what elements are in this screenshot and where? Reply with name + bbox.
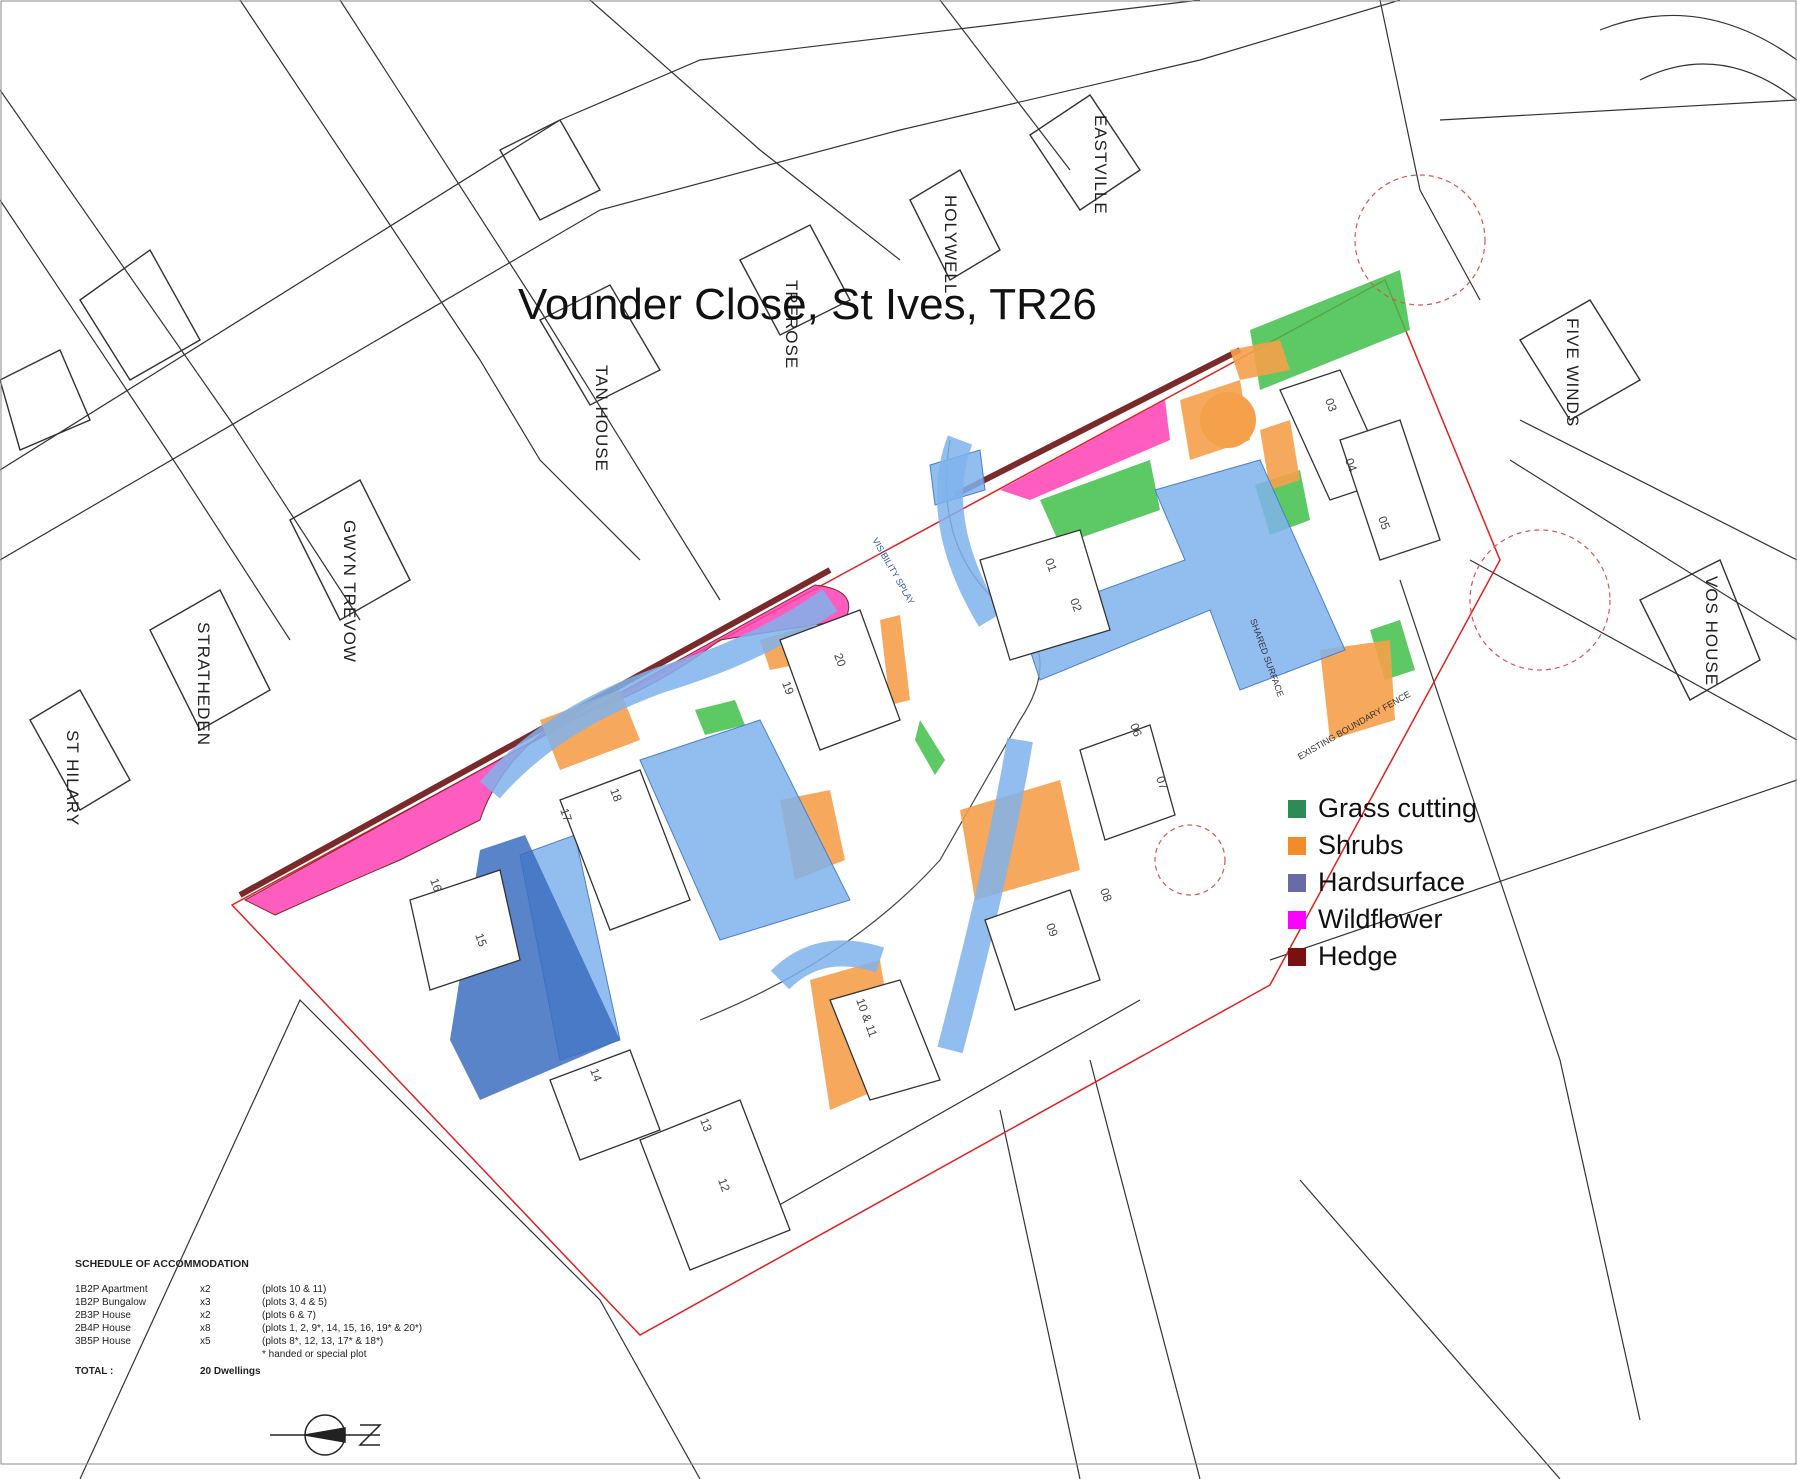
plan-title: Vounder Close, St Ives, TR26 — [518, 280, 1097, 329]
schedule-type: 2B4P House — [75, 1323, 131, 1334]
hardsurface-path — [480, 435, 1033, 1054]
wildflower-area-north — [1000, 400, 1170, 500]
schedule-row: 3B5P House x5 (plots 8*, 12, 13, 17* & 1… — [75, 1336, 522, 1349]
schedule-row: 1B2P Bungalow x3 (plots 3, 4 & 5) — [75, 1297, 522, 1310]
schedule-plots: (plots 3, 4 & 5) — [262, 1297, 328, 1308]
legend-item-wildflower: Wildflower — [1288, 901, 1477, 938]
schedule-row: 1B2P Apartment x2 (plots 10 & 11) — [75, 1284, 522, 1297]
plot-number: 09 — [1043, 921, 1061, 939]
legend-label: Grass cutting — [1318, 793, 1478, 823]
property-label-eastville: EASTVILLE — [1091, 115, 1110, 215]
schedule-type: 3B5P House — [75, 1336, 131, 1347]
property-label-tan-house: TAN HOUSE — [592, 365, 611, 472]
legend-swatch — [1288, 836, 1306, 855]
plot-number: 20 — [831, 651, 849, 669]
legend-label: Hardsurface — [1318, 867, 1466, 897]
schedule-note: * handed or special plot — [262, 1349, 367, 1360]
legend-label: Hedge — [1318, 941, 1398, 971]
legend-item-shrubs: Shrubs — [1288, 827, 1477, 864]
hedge-line-north — [953, 347, 1242, 498]
plot-number: 06 — [1127, 721, 1145, 739]
legend-label: Shrubs — [1318, 830, 1404, 860]
property-labels: EASTVILLE HOLYWELL TREROSE TAN HOUSE GWY… — [63, 115, 1721, 826]
grass-area — [1250, 270, 1410, 390]
schedule-type: 2B3P House — [75, 1310, 131, 1321]
grass-area — [695, 700, 745, 735]
schedule-count: x5 — [200, 1336, 211, 1347]
grass-area — [915, 720, 945, 775]
property-label-vos-house: VOS HOUSE — [1702, 576, 1721, 686]
schedule-plots: (plots 1, 2, 9*, 14, 15, 16, 19* & 20*) — [262, 1323, 423, 1334]
legend-swatch — [1288, 799, 1306, 818]
legend-item-grass: Grass cutting — [1288, 790, 1477, 827]
grass-area — [1040, 460, 1160, 545]
legend-label: Wildflower — [1318, 904, 1443, 934]
plot-number: 03 — [1322, 396, 1340, 414]
site-boundary — [230, 278, 1501, 1336]
map-legend: Grass cutting Shrubs Hardsurface Wildflo… — [1288, 790, 1477, 975]
schedule-count: x3 — [200, 1297, 211, 1308]
roundabout-shrub — [1200, 392, 1256, 448]
plot-number: 02 — [1067, 596, 1085, 614]
plot-number: 19 — [779, 679, 797, 697]
legend-swatch — [1288, 873, 1306, 892]
property-label-st-hilary: ST HILARY — [63, 730, 82, 826]
schedule-total: TOTAL : 20 Dwellings — [75, 1366, 522, 1377]
schedule-row: 2B4P House x8 (plots 1, 2, 9*, 14, 15, 1… — [75, 1323, 522, 1336]
schedule-plots: (plots 6 & 7) — [262, 1310, 316, 1321]
plot-number: 17 — [557, 806, 575, 824]
property-label-stratheden: STRATHEDEN — [194, 622, 213, 746]
property-label-gwyn-trevow: GWYN TREVOW — [340, 520, 359, 663]
property-label-trerose: TREROSE — [782, 280, 801, 369]
schedule-row: 2B3P House x2 (plots 6 & 7) — [75, 1310, 522, 1323]
legend-item-hardsurface: Hardsurface — [1288, 864, 1477, 901]
plot-number: 05 — [1375, 514, 1393, 532]
schedule-title: SCHEDULE OF ACCOMMODATION — [75, 1258, 249, 1270]
tree-canopies — [1154, 174, 1611, 896]
legend-swatch — [1288, 910, 1306, 929]
schedule-type: 1B2P Apartment — [75, 1284, 148, 1295]
schedule-total-value: 20 Dwellings — [200, 1366, 261, 1377]
plot-number: 12 — [715, 1176, 733, 1194]
legend-swatch — [1288, 947, 1306, 966]
plot-number: 13 — [697, 1116, 715, 1134]
plot-number: 07 — [1153, 774, 1171, 792]
plot-number: 18 — [607, 786, 625, 804]
schedule-plots: (plots 8*, 12, 13, 17* & 18*) — [262, 1336, 384, 1347]
plot-number: 08 — [1097, 886, 1115, 904]
plot-number: 14 — [587, 1066, 605, 1084]
plot-number: 16 — [427, 876, 445, 894]
plot-number: 15 — [472, 931, 490, 949]
plot-number: 01 — [1042, 556, 1060, 574]
dwelling-footprints — [409, 369, 1441, 1271]
north-arrow-icon — [270, 1414, 382, 1456]
property-label-five-winds: FIVE WINDS — [1563, 318, 1582, 427]
schedule-count: x2 — [200, 1284, 211, 1295]
schedule-count: x8 — [200, 1323, 211, 1334]
schedule-total-label: TOTAL : — [75, 1366, 114, 1377]
context-buildings — [0, 94, 1761, 811]
schedule-plots: (plots 10 & 11) — [262, 1284, 327, 1295]
schedule-count: x2 — [200, 1310, 211, 1321]
plot-number: 04 — [1342, 456, 1360, 474]
schedule-type: 1B2P Bungalow — [75, 1297, 146, 1308]
property-label-holywell: HOLYWELL — [941, 195, 960, 294]
schedule-of-accommodation: SCHEDULE OF ACCOMMODATION 1B2P Apartment… — [75, 1258, 522, 1377]
legend-item-hedge: Hedge — [1288, 938, 1477, 975]
